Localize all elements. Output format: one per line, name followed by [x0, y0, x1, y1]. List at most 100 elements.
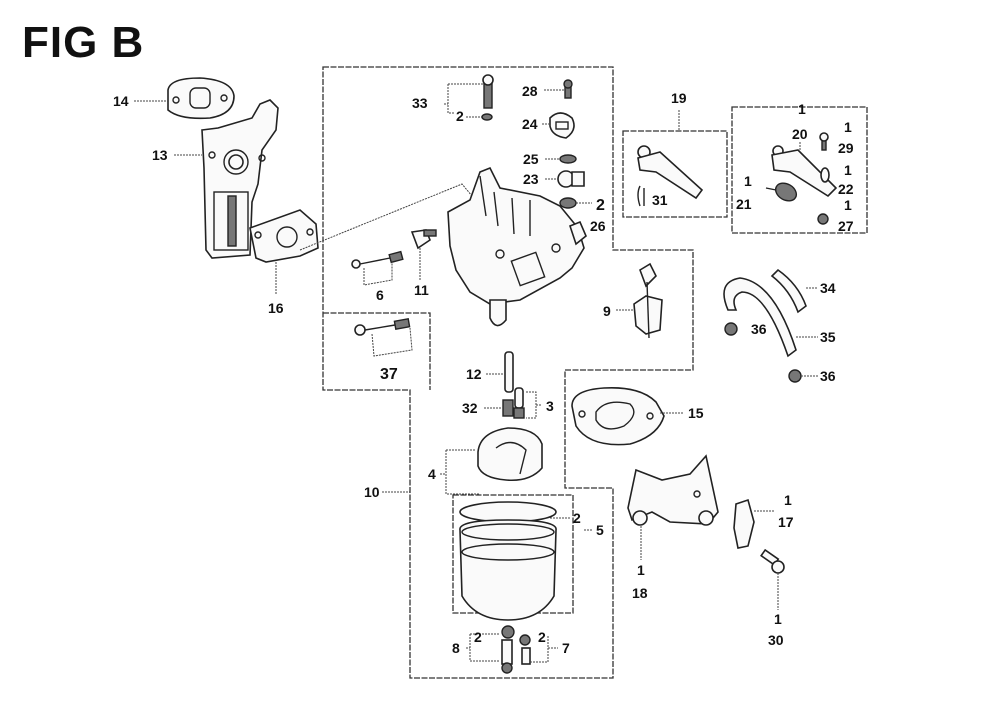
part-17-clip[interactable] — [733, 498, 755, 549]
label-11: 11 — [414, 282, 429, 298]
part-15-insulator[interactable] — [571, 386, 665, 446]
carburetor-body[interactable] — [447, 166, 587, 327]
part-33-screw[interactable] — [482, 74, 494, 109]
part-19-lever[interactable] — [637, 145, 704, 200]
leader-7 — [530, 636, 558, 663]
label-23: 23 — [523, 171, 539, 187]
label-2-jet: 2 — [596, 197, 605, 214]
label-18-qty: 1 — [637, 562, 645, 578]
label-5: 5 — [596, 522, 604, 538]
label-30-qty: 1 — [774, 611, 782, 627]
label-28: 28 — [522, 83, 538, 99]
leader-8 — [466, 633, 500, 662]
label-12: 12 — [466, 366, 482, 382]
label-30: 30 — [768, 632, 784, 648]
label-3: 3 — [546, 398, 554, 414]
label-33: 33 — [412, 95, 428, 111]
part-36-clamp-a[interactable] — [724, 322, 738, 336]
label-20: 20 — [792, 126, 808, 142]
label-34: 34 — [820, 280, 836, 296]
label-7-2: 2 — [538, 629, 546, 645]
part-25-spring[interactable] — [559, 154, 577, 164]
part-37-choke-assembly[interactable] — [354, 318, 411, 336]
label-22-qty: 1 — [844, 162, 852, 178]
part-32-spring[interactable] — [502, 399, 514, 417]
part-3-jet[interactable] — [513, 387, 525, 419]
label-35: 35 — [820, 329, 836, 345]
label-13: 13 — [152, 147, 168, 163]
part-9-choke-valve[interactable] — [633, 262, 663, 339]
leader-4 — [440, 449, 480, 495]
label-21-qty: 1 — [744, 173, 752, 189]
governor-arm-box — [731, 106, 868, 234]
part-16-gasket[interactable] — [249, 209, 319, 263]
figure-title: FIG B — [22, 18, 145, 67]
leader-16-to-carburetor — [299, 183, 473, 251]
leader-3 — [526, 391, 542, 419]
leader-33 — [444, 83, 484, 118]
label-9: 9 — [603, 303, 611, 319]
label-36a: 36 — [751, 321, 767, 337]
label-27: 27 — [838, 218, 854, 234]
label-36b: 36 — [820, 368, 836, 384]
part-27-washer[interactable] — [817, 213, 829, 225]
part-24-cap[interactable] — [549, 112, 575, 139]
part-5-float-bowl[interactable] — [459, 501, 557, 621]
part-14-gasket[interactable] — [167, 77, 235, 120]
main-carburetor-group-box — [322, 66, 694, 679]
part-34-hose[interactable] — [770, 268, 807, 314]
part-31-clip[interactable] — [637, 185, 645, 207]
label-18: 18 — [632, 585, 648, 601]
label-32: 32 — [462, 400, 478, 416]
label-19: 19 — [671, 90, 687, 106]
label-31: 31 — [652, 192, 668, 208]
label-25: 25 — [523, 151, 539, 167]
label-8: 8 — [452, 640, 460, 656]
label-24: 24 — [522, 116, 538, 132]
lever-assembly-box-19 — [622, 130, 728, 218]
part-12-main-nozzle[interactable] — [504, 351, 514, 393]
part-23-valve[interactable] — [557, 170, 585, 188]
part-36-clamp-b[interactable] — [788, 369, 802, 383]
part-22-nut[interactable] — [820, 167, 830, 183]
part-30-bolt[interactable] — [760, 548, 785, 574]
label-37: 37 — [380, 366, 398, 383]
part-2-oring-jet[interactable] — [559, 197, 577, 209]
label-14: 14 — [113, 93, 129, 109]
label-29-qty: 1 — [844, 119, 852, 135]
label-20-qty: 1 — [798, 101, 806, 117]
choke-assembly-box-37 — [323, 312, 431, 390]
label-16: 16 — [268, 300, 284, 316]
part-20-governor-arm[interactable] — [771, 145, 838, 198]
label-26: 26 — [590, 218, 606, 234]
label-33-2: 2 — [456, 108, 464, 124]
part-6-screw-assembly[interactable] — [351, 250, 404, 269]
leader-6 — [363, 262, 393, 286]
part-8-drain-bolt[interactable] — [501, 625, 515, 674]
label-8-2: 2 — [474, 629, 482, 645]
part-18-bracket[interactable] — [627, 454, 719, 526]
part-7-drain-screw[interactable] — [519, 634, 531, 665]
part-13-bracket[interactable] — [201, 99, 279, 259]
label-27-qty: 1 — [844, 197, 852, 213]
label-22: 22 — [838, 181, 854, 197]
label-21: 21 — [736, 196, 752, 212]
label-15: 15 — [688, 405, 704, 421]
part-29-bolt[interactable] — [819, 132, 829, 151]
part-4-float[interactable] — [477, 427, 543, 482]
part-28-screw[interactable] — [563, 79, 573, 99]
label-29: 29 — [838, 140, 854, 156]
label-17-qty: 1 — [784, 492, 792, 508]
label-10: 10 — [364, 484, 380, 500]
label-4: 4 — [428, 466, 436, 482]
part-2-oring-top[interactable] — [481, 113, 493, 121]
label-2-bowl: 2 — [573, 510, 581, 526]
part-11-screw[interactable] — [410, 229, 437, 250]
label-7: 7 — [562, 640, 570, 656]
part-21-spring[interactable] — [765, 180, 800, 205]
label-6: 6 — [376, 287, 384, 303]
part-35-hose[interactable] — [723, 277, 797, 358]
leader-37 — [371, 327, 413, 357]
label-17: 17 — [778, 514, 794, 530]
